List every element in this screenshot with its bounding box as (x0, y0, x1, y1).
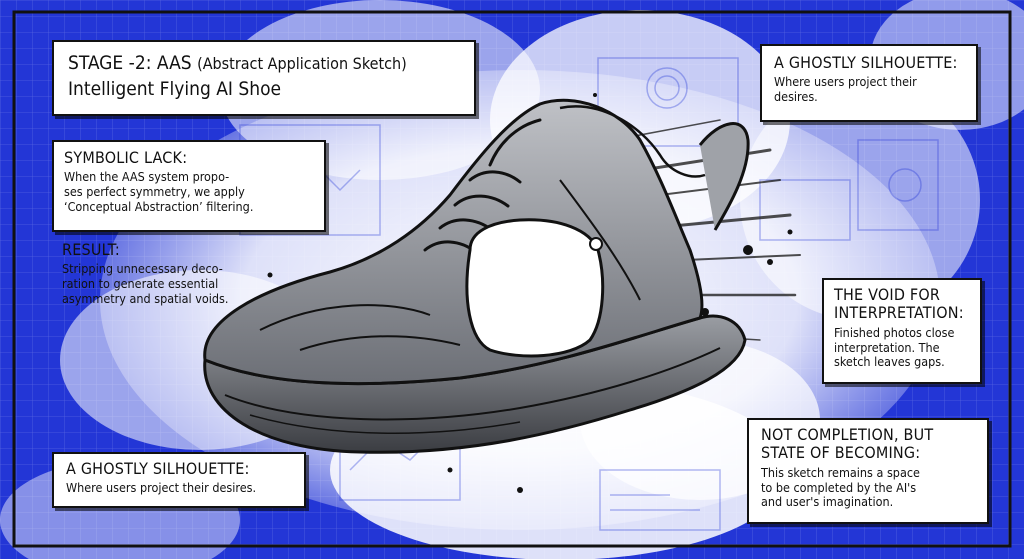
symbolic-lack-heading: SYMBOLIC LACK: (64, 148, 188, 167)
void-line: sketch leaves gaps. (834, 354, 945, 370)
result-line: ration to generate essential (62, 276, 219, 292)
ghostly-silhouette-box-bottom: A GHOSTLY SILHOUETTE: Where users projec… (52, 452, 306, 508)
not-completion-heading-line: NOT COMPLETION, BUT (761, 425, 934, 444)
stage-title: STAGE -2: AAS (Abstract Application Sket… (68, 52, 460, 74)
title-box: STAGE -2: AAS (Abstract Application Sket… (52, 40, 476, 116)
symbolic-lack-line: ses perfect symmetry, we apply (64, 184, 245, 200)
stage-paren-label: (Abstract Application Sketch) (197, 54, 407, 73)
heel-tab (698, 122, 750, 231)
void-line: interpretation. The (834, 339, 940, 355)
symbolic-lack-box: SYMBOLIC LACK: When the AAS system propo… (52, 140, 326, 232)
ghostly-silhouette-body: Where users project their desires. (774, 75, 964, 105)
not-completion-line: to be completed by the AI's (761, 479, 917, 495)
result-heading: RESULT: (62, 240, 120, 259)
result-box: RESULT: Stripping unnecessary deco- rati… (52, 236, 288, 316)
stage-label: STAGE -2: AAS (68, 52, 192, 74)
not-completion-line: and user's imagination. (761, 494, 894, 510)
ghostly-silhouette-heading: A GHOSTLY SILHOUETTE: (774, 53, 958, 72)
void-line: Finished photos close (834, 324, 955, 340)
void-heading-line: THE VOID FOR (834, 285, 941, 304)
ghostly-silhouette-line: Where users project their desires. (66, 480, 257, 496)
page-subtitle: Intelligent Flying AI Shoe (68, 78, 282, 100)
ghostly-silhouette-heading: A GHOSTLY SILHOUETTE: (66, 459, 250, 478)
void-heading-line: INTERPRETATION: (834, 303, 964, 323)
result-line: Stripping unnecessary deco- (62, 261, 223, 277)
ghostly-silhouette-line: Where users project their (774, 74, 917, 90)
void-heading: THE VOID FOR INTERPRETATION: (834, 285, 970, 323)
not-completion-heading-line: STATE OF BECOMING: (761, 443, 921, 463)
ghostly-silhouette-body: Where users project their desires. (66, 481, 292, 496)
void-body: Finished photos close interpretation. Th… (834, 324, 970, 370)
shoe-screen-panel (465, 218, 605, 358)
not-completion-heading: NOT COMPLETION, BUT STATE OF BECOMING: (761, 425, 975, 463)
result-line: asymmetry and spatial voids. (62, 290, 229, 306)
not-completion-body: This sketch remains a space to be comple… (761, 464, 975, 510)
symbolic-lack-line: When the AAS system propo- (64, 169, 230, 185)
not-completion-line: This sketch remains a space (761, 464, 920, 480)
ghostly-silhouette-box-top: A GHOSTLY SILHOUETTE: Where users projec… (760, 44, 978, 122)
ghostly-silhouette-line: desires. (774, 89, 818, 105)
symbolic-lack-body: When the AAS system propo- ses perfect s… (64, 170, 314, 214)
result-body: Stripping unnecessary deco- ration to ge… (62, 262, 278, 306)
not-completion-box: NOT COMPLETION, BUT STATE OF BECOMING: T… (747, 418, 989, 524)
void-for-interpretation-box: THE VOID FOR INTERPRETATION: Finished ph… (822, 278, 982, 384)
symbolic-lack-line: ‘Conceptual Abstraction’ filtering. (64, 198, 254, 214)
